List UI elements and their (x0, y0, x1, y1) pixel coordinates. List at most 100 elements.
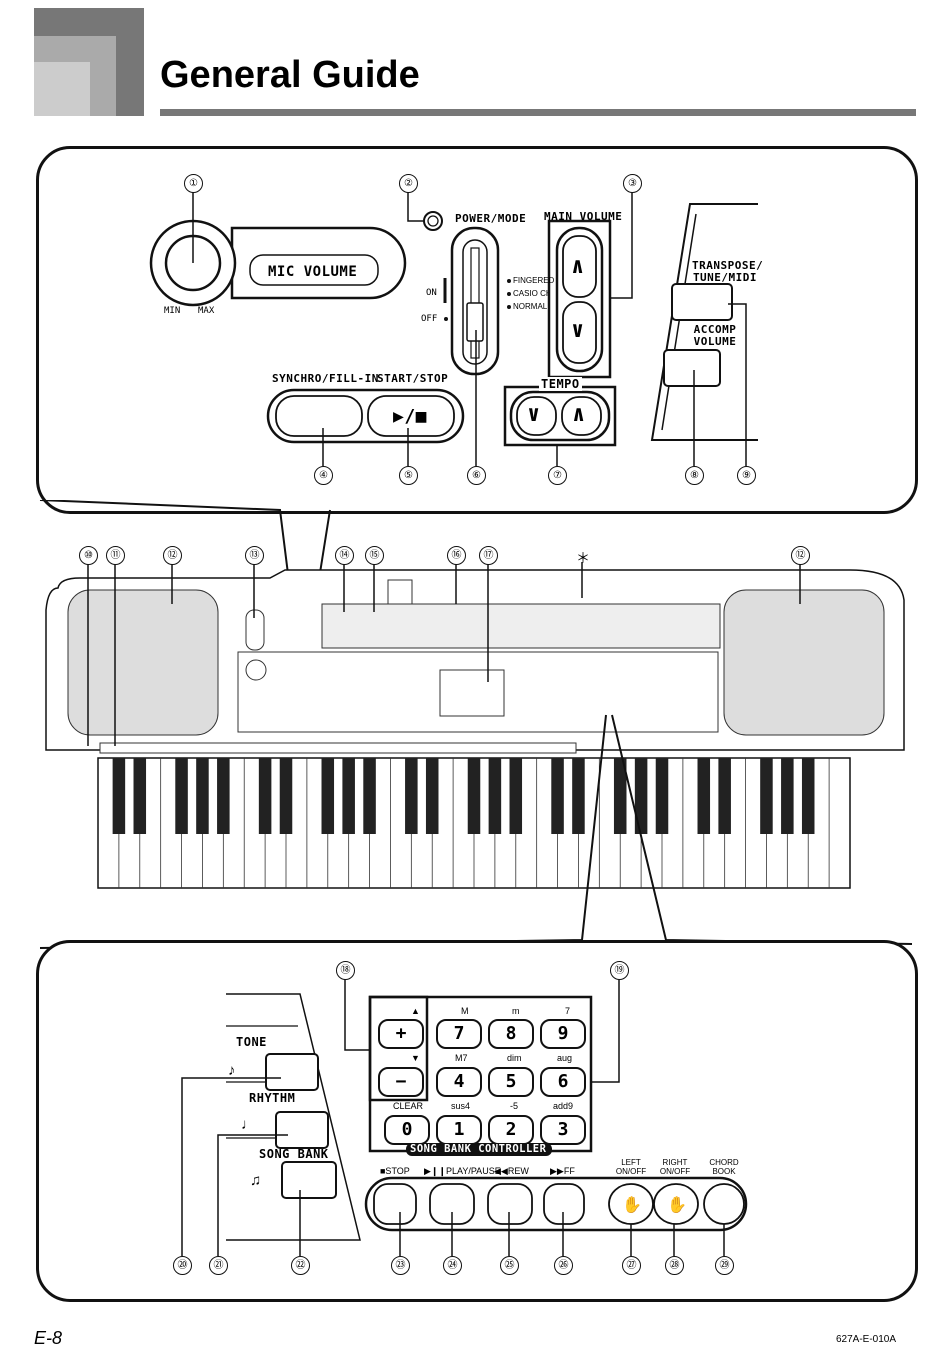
key-4-button[interactable]: 4 (436, 1067, 482, 1097)
callout-11: ⑪ (106, 546, 125, 565)
callout-14: ⑭ (335, 546, 354, 565)
black-key (112, 758, 126, 834)
callout-16: ⑯ (447, 546, 466, 565)
callout-9: ⑨ (737, 466, 756, 485)
black-key (801, 758, 815, 834)
black-key (572, 758, 585, 834)
power-mode-label: POWER/MODE (455, 212, 527, 225)
document-code: 627A-E-010A (836, 1334, 897, 1345)
black-key (363, 758, 376, 834)
pad-label-minus5: -5 (510, 1101, 519, 1111)
key-3-button[interactable]: 3 (540, 1115, 586, 1145)
key-9-button[interactable]: 9 (540, 1019, 586, 1049)
main-volume-up-symbol: ∧ (571, 254, 585, 279)
black-key (258, 758, 272, 834)
key-0-button[interactable]: 0 (384, 1115, 430, 1145)
keyboard-overview-drawing (39, 500, 913, 949)
callout-24: ㉔ (443, 1256, 462, 1275)
stop-label: ■STOP (380, 1166, 410, 1176)
pad-label-7: 7 (565, 1006, 571, 1016)
pad-label-add9: add9 (553, 1101, 574, 1111)
main-volume-label: MAIN VOLUME (544, 210, 623, 223)
callout-10: ⑩ (79, 546, 98, 565)
black-key (467, 758, 481, 834)
callout-25: ㉕ (500, 1256, 519, 1275)
callout-26: ㉖ (554, 1256, 573, 1275)
song-bank-controller-label: SONG BANK CONTROLLER (410, 1143, 547, 1155)
page-number: E-8 (34, 1328, 63, 1348)
callout-4: ④ (314, 466, 333, 485)
callout-12-left: ⑫ (163, 546, 182, 565)
chord-book-label: CHORD BOOK (709, 1158, 739, 1176)
mic-volume-label: MIC VOLUME (268, 264, 358, 280)
tempo-label: TEMPO (539, 377, 582, 391)
black-key (342, 758, 355, 834)
svg-text:✋: ✋ (622, 1195, 642, 1214)
bottom-panel-drawing: ✋ ✋ (181, 976, 748, 1256)
mode-normal-label: NORMAL (513, 302, 548, 311)
plus-button[interactable]: + (378, 1019, 424, 1049)
synchro-fill-in-label: SYNCHRO/FILL-IN (272, 372, 379, 385)
key-7-button[interactable]: 7 (436, 1019, 482, 1049)
mode-casio-chord-label: CASIO CHORD (513, 289, 548, 298)
callout-19: ⑲ (610, 961, 629, 980)
callout-7: ⑦ (548, 466, 567, 485)
mic-max-label: MAX (198, 306, 215, 316)
ff-label: ▶▶FF (550, 1166, 575, 1176)
callout-2: ② (399, 174, 418, 193)
rew-label: ◀◀REW (494, 1166, 529, 1176)
black-key (697, 758, 711, 834)
callout-12-right: ⑫ (791, 546, 810, 565)
key-8-button[interactable]: 8 (488, 1019, 534, 1049)
main-volume-down-symbol: ∨ (571, 318, 585, 343)
minus-button[interactable]: − (378, 1067, 424, 1097)
key-2-button[interactable]: 2 (488, 1115, 534, 1145)
black-key (760, 758, 773, 834)
callout-20: ⑳ (173, 1256, 192, 1275)
power-off-label: OFF (421, 314, 438, 324)
black-key (655, 758, 669, 834)
top-panel-drawing (149, 192, 758, 466)
callout-29: ㉙ (715, 1256, 734, 1275)
black-key (634, 758, 648, 834)
black-key (217, 758, 230, 834)
black-key (133, 758, 147, 834)
tone-label: TONE (236, 1035, 267, 1049)
callout-1: ① (184, 174, 203, 193)
start-stop-label: START/STOP (377, 372, 449, 385)
black-key (488, 758, 502, 834)
black-key (613, 758, 627, 834)
play-pause-label: ▶❙❙PLAY/PAUSE (424, 1166, 501, 1176)
black-key (425, 758, 439, 834)
song-bank-icon: ♫ (250, 1172, 262, 1189)
pad-label-clear: CLEAR (393, 1101, 424, 1111)
black-key (279, 758, 293, 834)
page-title: General Guide (160, 54, 420, 96)
key-6-button[interactable]: 6 (540, 1067, 586, 1097)
key-1-button[interactable]: 1 (436, 1115, 482, 1145)
black-key (551, 758, 564, 834)
pad-label-m: m (512, 1006, 520, 1016)
pad-label-M7: M7 (455, 1053, 468, 1063)
transpose-label: TRANSPOSE/ TUNE/MIDI (692, 259, 764, 284)
pad-label-sus4: sus4 (451, 1101, 471, 1111)
key-5-button[interactable]: 5 (488, 1067, 534, 1097)
pad-label-M: M (461, 1006, 469, 1016)
callout-6: ⑥ (467, 466, 486, 485)
pad-label-up: ▲ (411, 1006, 420, 1016)
pad-label-aug: aug (557, 1053, 573, 1063)
tempo-up-symbol: ∧ (572, 402, 586, 427)
svg-text:✋: ✋ (667, 1195, 687, 1214)
mic-min-label: MIN (164, 306, 181, 316)
left-on-off-label: LEFT ON/OFF (615, 1158, 647, 1176)
callout-17: ⑰ (479, 546, 498, 565)
tone-icon: ♪ (228, 1062, 236, 1079)
black-key (175, 758, 188, 834)
start-stop-symbol: ▶/■ (393, 406, 428, 427)
title-rule (160, 109, 916, 116)
callout-asterisk: ＊ (576, 550, 590, 566)
black-key (321, 758, 335, 834)
rhythm-label: RHYTHM (249, 1091, 296, 1105)
tempo-down-symbol: ∨ (527, 402, 541, 427)
callout-13: ⑬ (245, 546, 264, 565)
